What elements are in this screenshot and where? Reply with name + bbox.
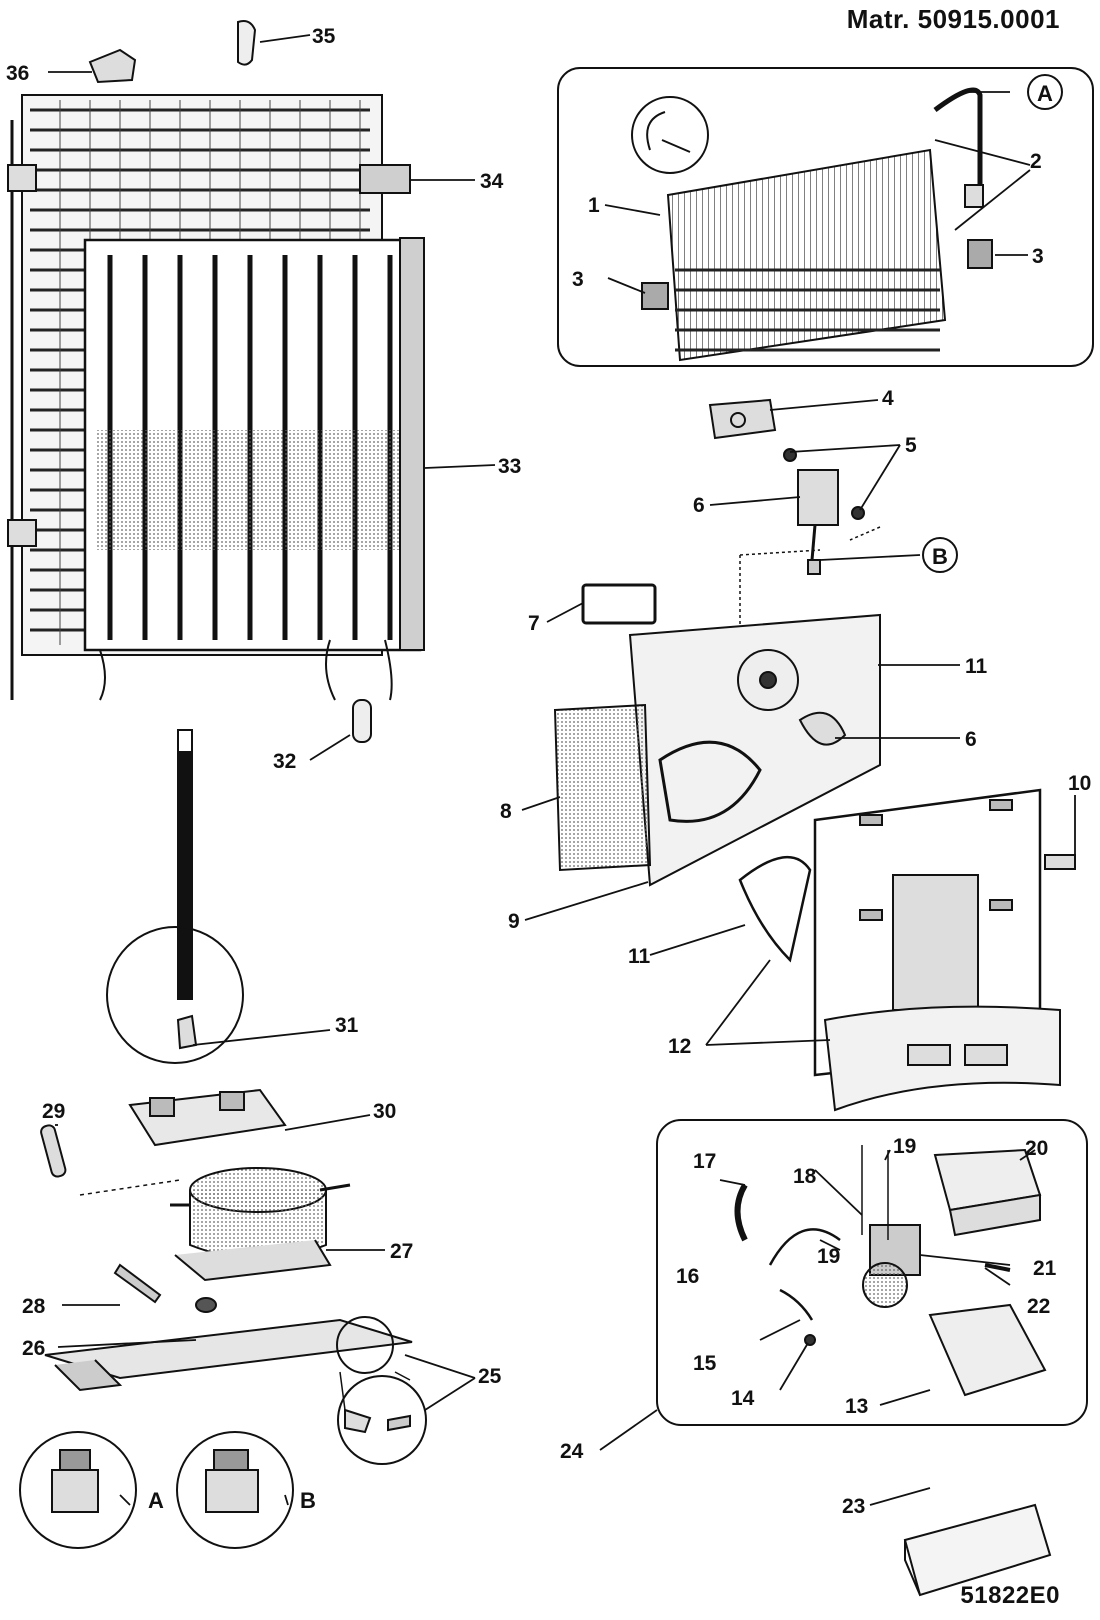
detail-b <box>176 1431 294 1549</box>
callout-numbers: 36 35 34 33 32 31 30 29 27 28 26 25 1 2 … <box>6 25 1091 1518</box>
compressor-27 <box>170 1167 351 1282</box>
callout-11-bottom: 11 <box>628 945 651 968</box>
callout-19-top: 19 <box>893 1135 916 1158</box>
callout-13: 13 <box>845 1395 868 1418</box>
callout-20: 20 <box>1025 1137 1048 1160</box>
callout-11-top: 11 <box>965 655 988 678</box>
marker-a: A <box>1027 74 1063 110</box>
callout-23: 23 <box>842 1495 865 1518</box>
callout-9: 9 <box>508 910 520 933</box>
drawing-code: 51822E0 <box>960 1582 1060 1609</box>
callout-26: 26 <box>22 1337 45 1360</box>
callout-36: 36 <box>6 62 29 85</box>
callout-17: 17 <box>693 1150 716 1173</box>
detail-a-label: A <box>148 1488 164 1513</box>
bracket-28 <box>113 1263 162 1304</box>
callout-27: 27 <box>390 1240 413 1263</box>
callout-6-bottom: 6 <box>965 728 977 751</box>
callout-6-top: 6 <box>693 494 705 517</box>
thermostat-4 <box>708 398 777 440</box>
evaporator-plate <box>83 237 425 701</box>
callout-14: 14 <box>731 1387 755 1410</box>
inset-box-control <box>656 1119 1088 1426</box>
callout-8: 8 <box>500 800 512 823</box>
hose-31 <box>106 729 244 1064</box>
marker-a-label: A <box>1037 81 1053 106</box>
grommet-26 <box>195 1297 217 1313</box>
bracket-34 <box>359 164 411 194</box>
callout-4: 4 <box>882 387 894 410</box>
callout-25: 25 <box>478 1365 502 1388</box>
callout-16: 16 <box>676 1265 699 1288</box>
callout-3-right: 3 <box>1032 245 1044 268</box>
material-number: Matr. 50915.0001 <box>846 4 1060 34</box>
gasket-7 <box>581 583 657 625</box>
callout-32: 32 <box>273 750 296 773</box>
callout-33: 33 <box>498 455 521 478</box>
marker-b: B <box>922 537 958 573</box>
callout-1: 1 <box>588 194 600 217</box>
callout-18: 18 <box>793 1165 817 1188</box>
clip-10 <box>1044 854 1076 870</box>
callout-34: 34 <box>480 170 504 193</box>
callout-31: 31 <box>335 1014 359 1037</box>
callout-15: 15 <box>693 1352 717 1375</box>
callout-2: 2 <box>1030 150 1042 173</box>
clip-36 <box>88 48 137 84</box>
callout-12: 12 <box>668 1035 691 1058</box>
callout-24: 24 <box>560 1440 584 1463</box>
callout-19-mid: 19 <box>817 1245 840 1268</box>
callout-30: 30 <box>373 1100 396 1123</box>
cover-23 <box>903 1503 1052 1597</box>
detail-b-label: B <box>300 1488 316 1513</box>
detail-a <box>19 1431 137 1549</box>
filter-8 <box>553 703 652 872</box>
filter-drier-32 <box>352 699 372 743</box>
callout-10: 10 <box>1068 772 1091 795</box>
base-rail-25 <box>44 1316 427 1465</box>
pipe-29 <box>40 1124 181 1196</box>
compressor-cover-30 <box>128 1088 287 1147</box>
inset-box-evaporator <box>557 67 1094 367</box>
callout-29: 29 <box>42 1100 65 1123</box>
leader-lines <box>48 34 1076 1506</box>
callout-22: 22 <box>1027 1295 1050 1318</box>
marker-b-label: B <box>932 544 948 569</box>
fan-motor-6 <box>739 448 881 630</box>
callout-21: 21 <box>1033 1257 1057 1280</box>
callout-7: 7 <box>528 612 540 635</box>
callout-35: 35 <box>312 25 336 48</box>
callout-3-left: 3 <box>572 268 584 291</box>
callout-28: 28 <box>22 1295 46 1318</box>
callout-5: 5 <box>905 434 917 457</box>
clip-35 <box>237 20 257 66</box>
duct-panel-12 <box>738 788 1061 1112</box>
